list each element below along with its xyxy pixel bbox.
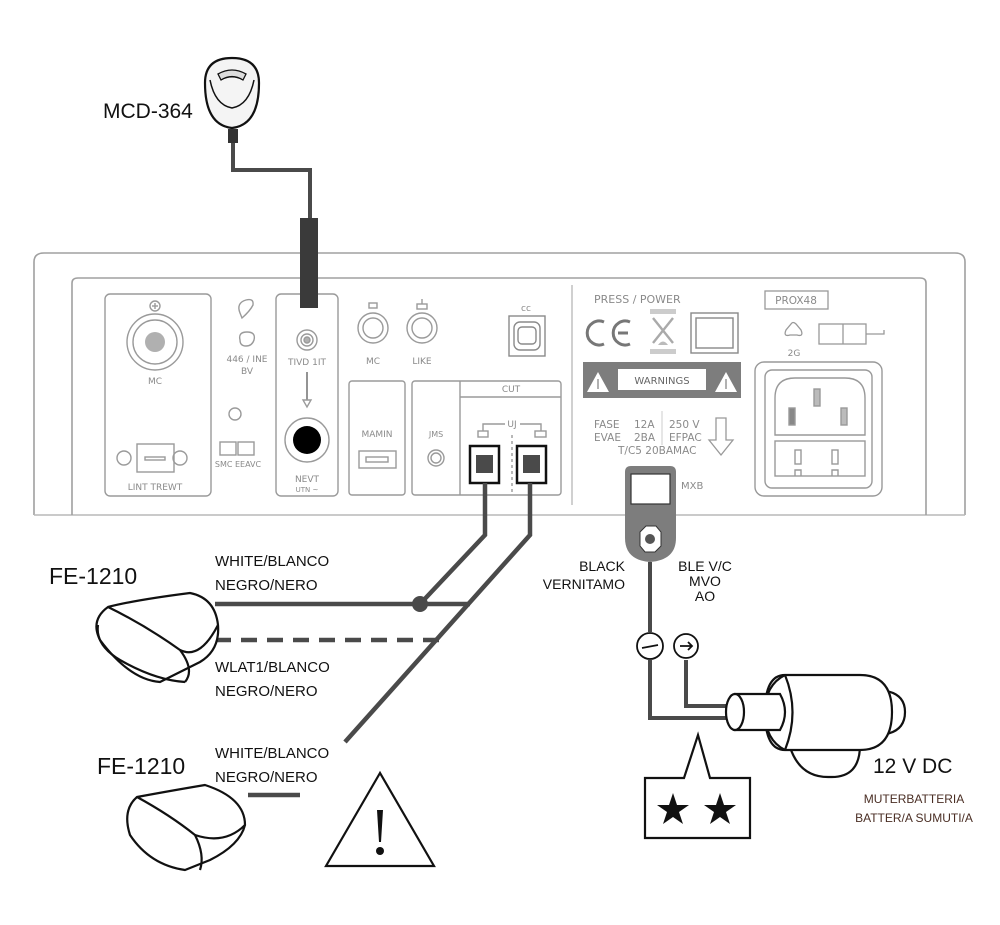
- power-note-line1: MUTERBATTERIA: [864, 792, 964, 806]
- terminal-plug-right: [523, 455, 540, 473]
- rating-cell: EVAE: [594, 432, 621, 444]
- ce-mark-icon: [585, 319, 631, 347]
- model-badge: [764, 290, 829, 310]
- rating-cell: 2BA: [634, 432, 656, 444]
- out-group-label: CUT: [502, 385, 521, 395]
- speaker-top: [95, 591, 220, 684]
- rating-cell: 250 V: [669, 419, 700, 431]
- usb-module: [348, 380, 406, 496]
- mic-input-sublabel: UTN ~: [296, 486, 319, 494]
- speaker-top-label: FE-1210: [49, 563, 137, 589]
- wire-label: NEGRO/NERO: [215, 769, 318, 786]
- wire-label: NEGRO/NERO: [215, 577, 318, 594]
- amplifier-chassis: [33, 252, 966, 516]
- dc-cables: [648, 562, 730, 720]
- power-switch[interactable]: [690, 312, 739, 354]
- led-indicator: [228, 407, 242, 421]
- wire-label: WLAT1/BLANCO: [215, 659, 330, 676]
- speaker-bottom-label: FE-1210: [97, 753, 185, 779]
- down-arrow-icon: [707, 417, 735, 457]
- small-buttons-label: SMC EEAVC: [215, 460, 262, 469]
- mic-module: [104, 293, 212, 497]
- small-button-1[interactable]: [219, 441, 237, 456]
- mic-input-module: [275, 293, 339, 497]
- cigarette-plug: [724, 673, 907, 779]
- rating-cell: 12A: [634, 419, 655, 431]
- usb-label: MAMIN: [361, 430, 392, 440]
- fuse-callout: [643, 731, 752, 840]
- press-power-label: PRESS / POWER: [594, 293, 681, 306]
- power-note-line2: BATTER/A SUMUTI/A: [855, 811, 973, 825]
- cc-label: cc: [521, 304, 531, 314]
- rating-footer: T/C5 20BAMAC: [617, 445, 696, 457]
- ground-icon: [784, 321, 803, 337]
- microphone: [203, 56, 318, 308]
- warnings-label: WARNINGS: [634, 376, 689, 387]
- out-pair-label: UJ: [507, 420, 516, 430]
- star-icon: [657, 793, 689, 824]
- antenna-icons: [219, 298, 256, 456]
- mic-input-top-label: TIVD 1IT: [287, 358, 326, 368]
- mic-jack-outer: [126, 313, 184, 371]
- power-label: 12 V DC: [873, 755, 952, 778]
- warning-icon: [324, 770, 436, 868]
- speaker-bottom: [126, 783, 247, 872]
- fuse-holder: [818, 323, 885, 345]
- terminal-plug-left: [476, 455, 493, 473]
- dc-wire-label: VERNITAMO: [543, 576, 625, 592]
- jack-label-like: LIKE: [412, 357, 432, 367]
- mic-plug: [300, 218, 318, 308]
- wire-label: WHITE/BLANCO: [215, 745, 329, 762]
- antenna-sublabel: BV: [241, 367, 254, 377]
- mic-jack-center: [145, 332, 165, 352]
- mode-switch[interactable]: [136, 443, 175, 473]
- polarity-symbols: [636, 632, 699, 660]
- rating-table: FASE 12A 250 V EVAE 2BA EFPAC T/C5 20BAM…: [594, 411, 702, 457]
- headphone-jack: [293, 426, 321, 454]
- wire-label: NEGRO/NERO: [215, 683, 318, 700]
- speaker-terminals[interactable]: [468, 444, 548, 485]
- aux-label: JMS: [428, 430, 443, 439]
- cc-port[interactable]: [508, 315, 546, 357]
- dc-wire-label: BLE V/C: [678, 558, 732, 574]
- dc-wire-label: MVO: [689, 573, 721, 589]
- small-button-2[interactable]: [237, 441, 255, 456]
- antenna-label: 446 / INE: [226, 355, 267, 365]
- dc-wire-label: AO: [695, 588, 715, 604]
- mic-cable: [231, 143, 312, 220]
- rating-cell: FASE: [594, 419, 620, 431]
- star-icon: [704, 793, 736, 824]
- mic-input-bottom-label: NEVT: [295, 475, 320, 485]
- ground-label: 2G: [788, 349, 801, 359]
- wire-junction: [412, 596, 428, 612]
- mic-jack-label: MC: [148, 377, 162, 387]
- dc-plug-label: MXB: [681, 481, 703, 492]
- jack-label-mc: MC: [366, 357, 380, 367]
- weee-icon: [650, 309, 676, 354]
- dc-wire-label: BLACK: [579, 558, 626, 574]
- usb-port[interactable]: [358, 450, 397, 469]
- warnings-band: [583, 362, 741, 398]
- rating-cell: EFPAC: [669, 432, 702, 444]
- model-badge-label: PROX48: [775, 295, 817, 307]
- switch-label: LINT TREWT: [128, 483, 183, 493]
- iec-power-inlet[interactable]: [754, 361, 883, 497]
- dc-plug[interactable]: [625, 466, 676, 562]
- microphone-label: MCD-364: [103, 100, 193, 123]
- wire-label: WHITE/BLANCO: [215, 553, 329, 570]
- input-jacks: [357, 299, 438, 344]
